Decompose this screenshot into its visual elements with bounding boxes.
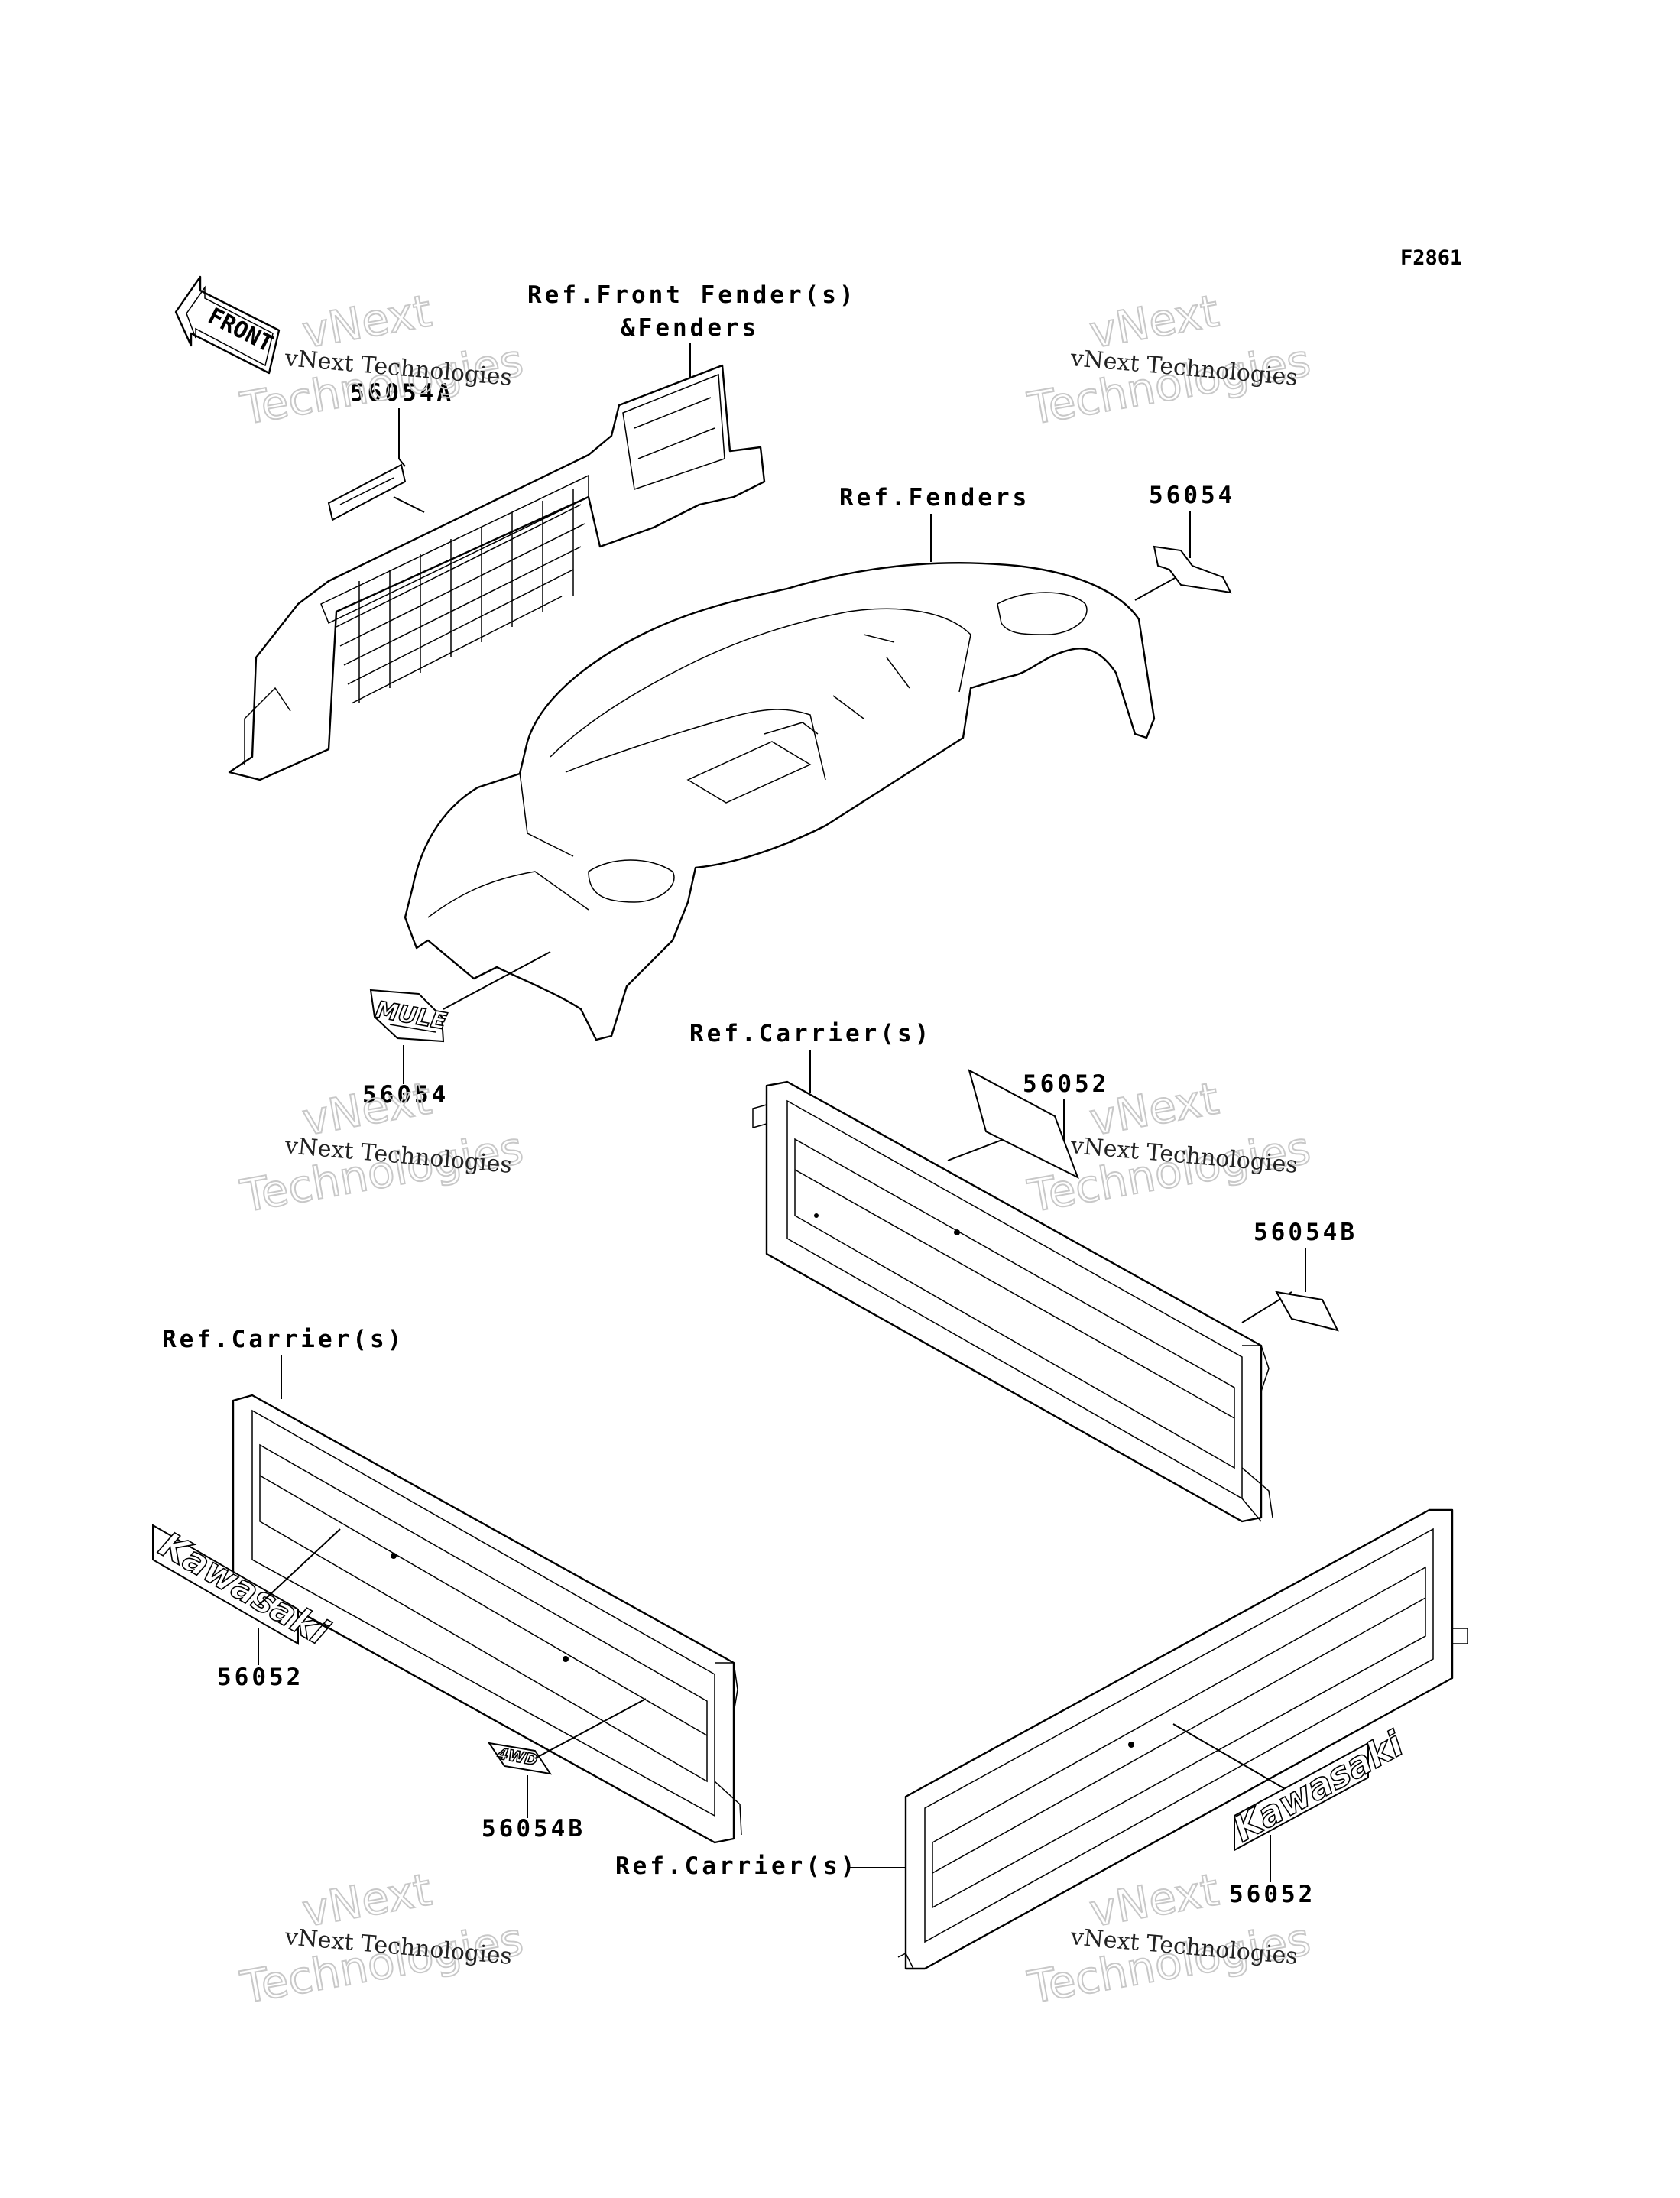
svg-text:MULE: MULE <box>374 996 449 1035</box>
carrier-top-panel <box>752 1080 1273 1523</box>
part-56054-mule: 56054 <box>362 1081 449 1109</box>
decal-56054a <box>327 463 407 521</box>
decal-mule: MULE <box>369 989 449 1043</box>
carrier-left-panel <box>232 1394 742 1844</box>
part-56054-top: 56054 <box>1149 482 1235 509</box>
decal-56054-top <box>1153 545 1232 594</box>
label-front-fender-2: &Fenders <box>621 314 759 342</box>
carrier-bottom-panel <box>897 1508 1468 1970</box>
decal-4wd: 4WD <box>487 1742 553 1775</box>
part-56054b-right: 56054B <box>1254 1219 1357 1246</box>
label-carrier-left: Ref.Carrier(s) <box>162 1326 404 1353</box>
rear-fender-assembly <box>404 562 1156 1041</box>
svg-text:4WD: 4WD <box>495 1744 539 1769</box>
part-56052-carrier: 56052 <box>1023 1070 1109 1098</box>
decal-56054b-right <box>1275 1291 1339 1332</box>
decal-56052-carrier <box>968 1069 1079 1180</box>
part-56052-left: 56052 <box>217 1664 303 1691</box>
label-fenders: Ref.Fenders <box>839 484 1030 511</box>
label-carrier-bottom: Ref.Carrier(s) <box>615 1852 858 1880</box>
front-grille-assembly <box>228 364 766 781</box>
part-56054b-left: 56054B <box>482 1815 585 1842</box>
part-56052-right: 56052 <box>1229 1881 1315 1908</box>
diagram-code: F2861 <box>1400 246 1462 270</box>
front-arrow-icon: FRONT <box>174 275 281 375</box>
label-carrier-top: Ref.Carrier(s) <box>689 1020 932 1047</box>
part-56054a: 56054A <box>350 379 454 407</box>
label-front-fender: Ref.Front Fender(s) <box>527 281 857 309</box>
